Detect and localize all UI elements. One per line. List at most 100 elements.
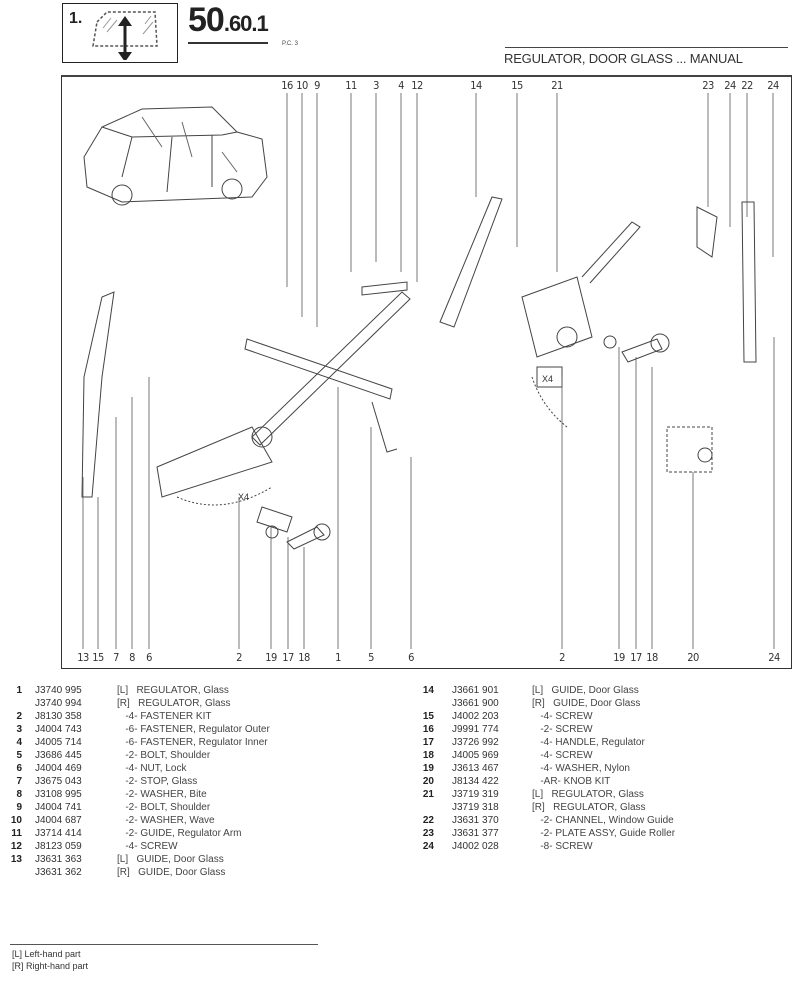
- part-ref-number: 6: [16, 763, 22, 774]
- part-ref-number: 14: [422, 685, 434, 696]
- car-sketch: [83, 106, 268, 206]
- part-number: J3719 318: [452, 802, 499, 813]
- callout-label: 16: [281, 79, 293, 92]
- callout-label: 4: [398, 79, 404, 92]
- part-number: J4002 203: [452, 711, 499, 722]
- callout-label: 13: [77, 651, 89, 664]
- part-description: -2- GUIDE, Regulator Arm: [117, 828, 242, 839]
- part-number: J3108 995: [35, 789, 82, 800]
- part-number: J3631 363: [35, 854, 82, 865]
- callout-label: 10: [296, 79, 308, 92]
- callout-label: 24: [767, 79, 779, 92]
- part-ref-number: 15: [422, 711, 434, 722]
- part-description: -2- WASHER, Wave: [117, 815, 215, 826]
- parts-row: J3631 362[R] GUIDE, Door Glass: [0, 866, 400, 879]
- part-description: -6- FASTENER, Regulator Inner: [117, 737, 268, 748]
- part-number: J3726 992: [452, 737, 499, 748]
- part-number: J4005 714: [35, 737, 82, 748]
- part-description: [L] REGULATOR, Glass: [532, 789, 644, 800]
- callout-label: 1: [335, 651, 341, 664]
- part-number: J3686 445: [35, 750, 82, 761]
- part-description: [L] GUIDE, Door Glass: [117, 854, 224, 865]
- part-number: J9991 774: [452, 724, 499, 735]
- part-description: -2- WASHER, Bite: [117, 789, 207, 800]
- part-description: -4- WASHER, Nylon: [532, 763, 630, 774]
- callout-label: 7: [113, 651, 119, 664]
- part-ref-number: 11: [11, 828, 22, 839]
- callout-label: 3: [373, 79, 379, 92]
- part-number: J3661 901: [452, 685, 499, 696]
- part-number: J4004 687: [35, 815, 82, 826]
- part-description: -4- FASTENER KIT: [117, 711, 212, 722]
- parts-row: 8 J3108 995 -2- WASHER, Bite: [0, 788, 400, 801]
- section-number: 50.60.1: [188, 1, 269, 44]
- part-number: J3719 319: [452, 789, 499, 800]
- callout-label: 17: [630, 651, 642, 664]
- part-number: J8123 059: [35, 841, 82, 852]
- parts-row: 15 J4002 203 -4- SCREW: [412, 710, 800, 723]
- part-description: -6- FASTENER, Regulator Outer: [117, 724, 270, 735]
- section-sub: .60.1: [223, 11, 269, 36]
- part-number: J4004 469: [35, 763, 82, 774]
- pc-label: P.C. 3: [282, 41, 298, 47]
- part-description: [L] REGULATOR, Glass: [117, 685, 229, 696]
- part-ref-number: 16: [422, 724, 434, 735]
- part-description: -2- BOLT, Shoulder: [117, 802, 211, 813]
- multiplier-label: X4: [542, 374, 553, 384]
- part-ref-number: 10: [10, 815, 22, 826]
- legend-rule: [10, 944, 318, 945]
- multiplier-label: X4: [238, 492, 249, 502]
- part-number: J3740 995: [35, 685, 82, 696]
- part-description: -2- SCREW: [532, 724, 593, 735]
- part-number: J8134 422: [452, 776, 499, 787]
- parts-row: 16 J9991 774 -2- SCREW: [412, 723, 800, 736]
- section-icon-label: 1.: [69, 10, 83, 27]
- parts-row: J3661 900[R] GUIDE, Door Glass: [412, 697, 800, 710]
- callout-label: 24: [724, 79, 736, 92]
- part-ref-number: 22: [422, 815, 434, 826]
- callout-label: 15: [92, 651, 104, 664]
- part-description: [R] GUIDE, Door Glass: [532, 698, 641, 709]
- part-ref-number: 7: [16, 776, 22, 787]
- door-glass-regulator-icon: [92, 11, 158, 60]
- part-ref-number: 5: [16, 750, 22, 761]
- parts-row: J3740 994[R] REGULATOR, Glass: [0, 697, 400, 710]
- part-number: J4005 969: [452, 750, 499, 761]
- diagram-drawing: X4 X4: [81, 93, 775, 649]
- part-description: -4- NUT, Lock: [117, 763, 187, 774]
- part-ref-number: 8: [16, 789, 22, 800]
- section-main: 50: [188, 1, 225, 39]
- part-description: -2- CHANNEL, Window Guide: [532, 815, 674, 826]
- part-number: J4004 741: [35, 802, 82, 813]
- part-number: J4002 028: [452, 841, 499, 852]
- part-description: -4- SCREW: [532, 711, 593, 722]
- callout-label: 20: [687, 651, 699, 664]
- part-description: -8- SCREW: [532, 841, 593, 852]
- legend-left-hand: [L] Left-hand part: [12, 949, 81, 959]
- part-ref-number: 23: [422, 828, 434, 839]
- part-ref-number: 19: [422, 763, 434, 774]
- callout-label: 23: [702, 79, 714, 92]
- callout-label: 5: [368, 651, 374, 664]
